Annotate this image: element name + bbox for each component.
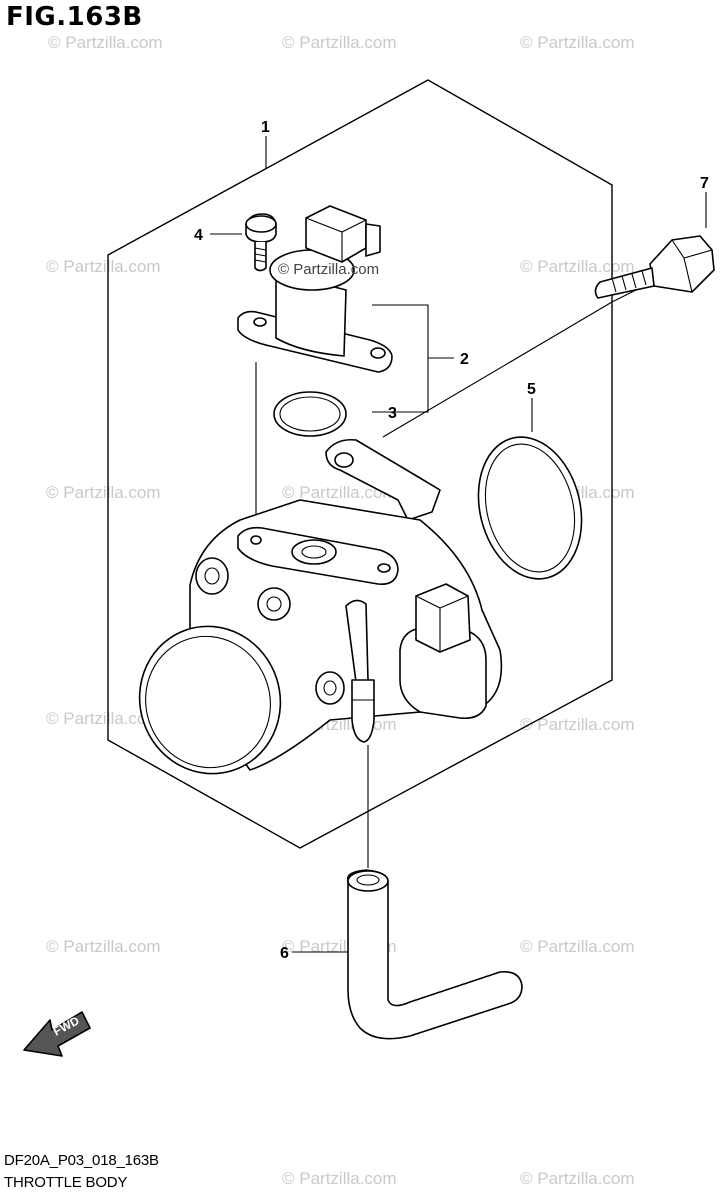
diagram-code: DF20A_P03_018_163B: [4, 1152, 159, 1169]
watermark: © Partzilla.com: [520, 33, 635, 52]
watermark: © Partzilla.com: [48, 33, 163, 52]
watermark: © Partzilla.com: [46, 937, 161, 956]
gasket-part-5: [477, 436, 583, 580]
o-ring-part-3: [273, 391, 347, 437]
watermark: © Partzilla.com: [520, 1169, 635, 1188]
callout-7: 7: [700, 175, 709, 192]
watermark: © Partzilla.com: [46, 709, 161, 728]
callouts: 1 4 2 3 7 5 6: [194, 119, 709, 962]
assembly-frame: [107, 79, 613, 849]
fwd-arrow: FWD: [23, 1011, 91, 1057]
throttle-body-part-1: [138, 438, 503, 775]
watermark: © Partzilla.com: [282, 33, 397, 52]
figure-label: FIG.163B: [6, 2, 143, 32]
sensor-part-2: © Partzilla.com: [237, 205, 393, 373]
leader-lines: [210, 136, 707, 953]
watermark: © Partzilla.com: [520, 257, 635, 276]
watermark: © Partzilla.com: [520, 715, 635, 734]
bolt-part-7: [594, 235, 715, 299]
watermark: © Partzilla.com: [46, 483, 161, 502]
callout-2: 2: [460, 351, 469, 368]
screw-part-4: [245, 213, 277, 272]
callout-1: 1: [261, 119, 270, 136]
watermark: © Partzilla.com: [46, 257, 161, 276]
hose-part-6: [347, 869, 523, 1040]
sensor-watermark: © Partzilla.com: [278, 261, 379, 278]
watermark: © Partzilla.com: [282, 1169, 397, 1188]
callout-4: 4: [194, 227, 203, 244]
watermark: © Partzilla.com: [520, 937, 635, 956]
callout-3: 3: [388, 405, 397, 422]
diagram-caption: THROTTLE BODY: [4, 1174, 128, 1191]
watermark: © Partzilla.com: [282, 483, 397, 502]
callout-5: 5: [527, 381, 536, 398]
callout-6: 6: [280, 945, 289, 962]
